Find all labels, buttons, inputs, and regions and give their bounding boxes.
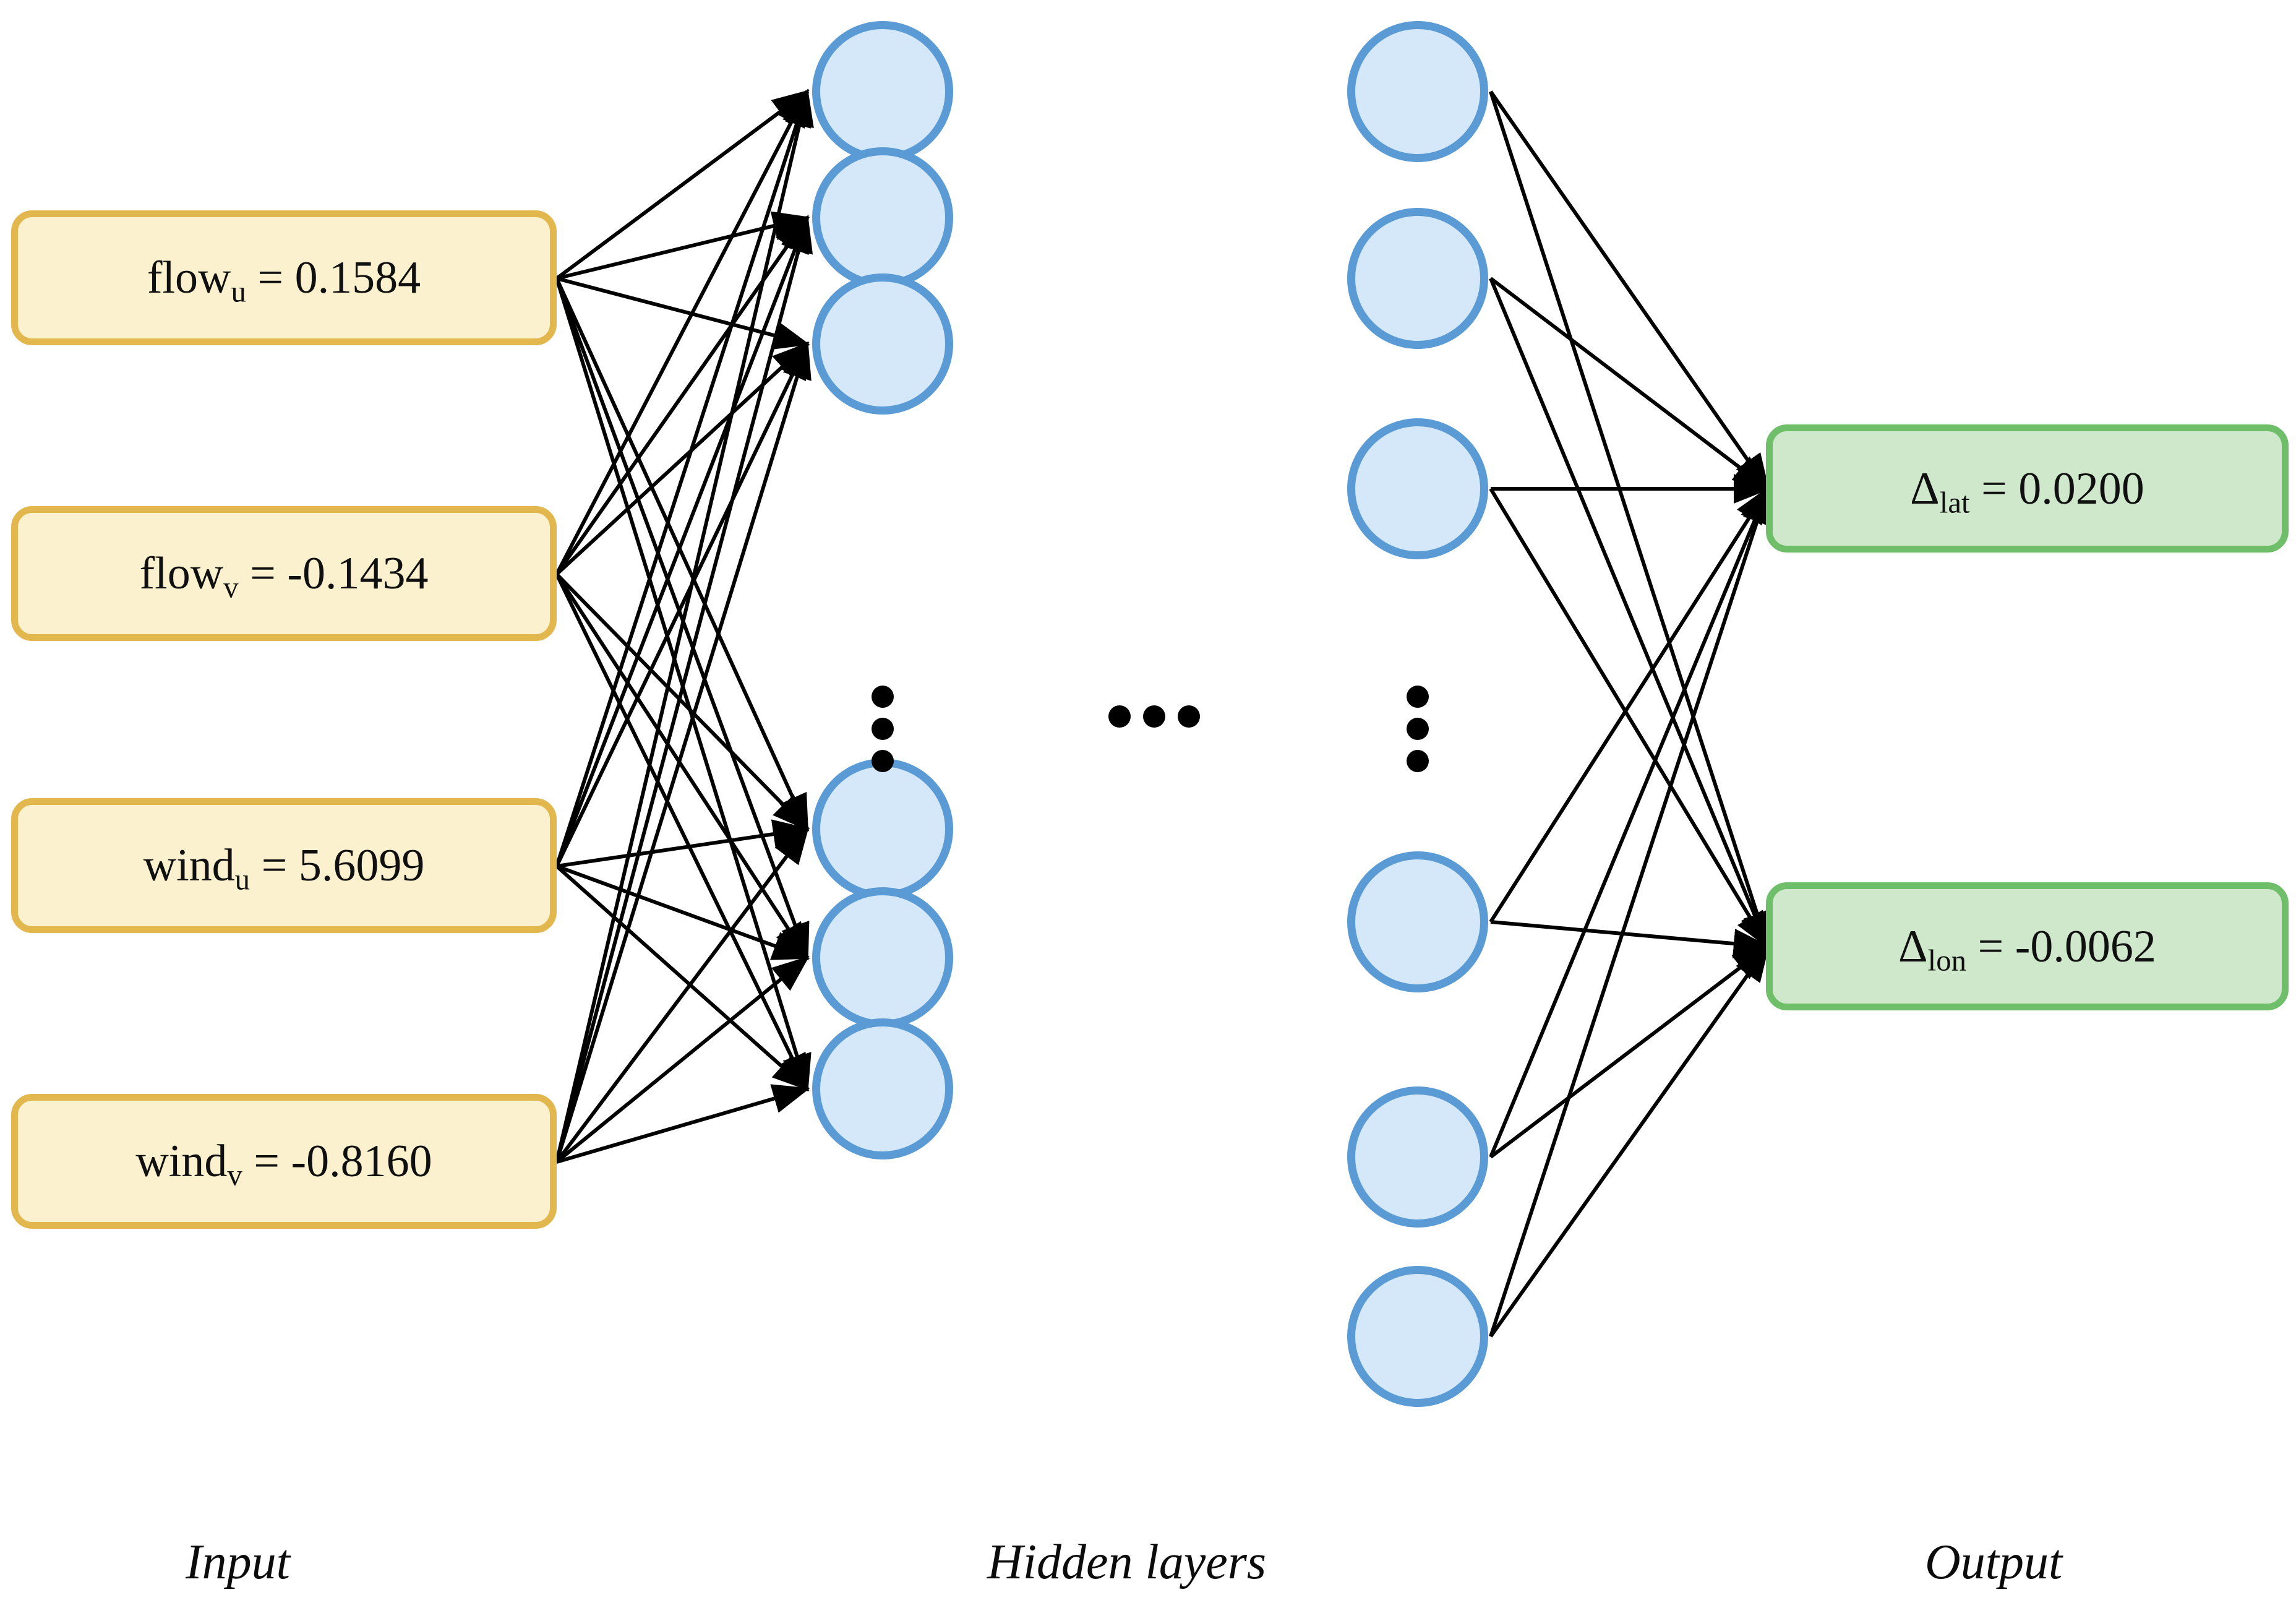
input-node-wind-u[interactable]: windu = 5.6099 — [11, 798, 557, 933]
output-node-delta-lon[interactable]: Δlon = -0.0062 — [1766, 882, 2289, 1010]
ellipsis-dot — [872, 718, 894, 740]
hidden-node-c1-2[interactable] — [812, 147, 953, 288]
ellipsis-dot — [872, 750, 894, 772]
input-node-wind-u-label: windu = 5.6099 — [143, 840, 425, 897]
hidden-node-cN-2[interactable] — [1347, 208, 1488, 349]
ellipsis-dot — [1407, 750, 1429, 772]
hidden-layers-horizontal-ellipsis — [1100, 692, 1208, 741]
hidden-node-c1-1[interactable] — [812, 21, 953, 162]
caption-input: Input — [186, 1535, 290, 1589]
ellipsis-dot — [1407, 686, 1429, 708]
output-node-delta-lat-label: Δlat = 0.0200 — [1910, 463, 2144, 520]
hidden-column-last-vertical-ellipsis — [1396, 679, 1439, 778]
ellipsis-dot — [1142, 705, 1165, 728]
input-node-wind-v[interactable]: windv = -0.8160 — [11, 1094, 557, 1229]
ellipsis-dot — [1407, 718, 1429, 740]
hidden-column-1-vertical-ellipsis — [861, 679, 904, 778]
hidden-to-output-edges — [1489, 90, 1771, 1338]
input-node-flow-v[interactable]: flowv = -0.1434 — [11, 506, 557, 641]
hidden-node-cN-6[interactable] — [1347, 1266, 1488, 1407]
caption-output: Output — [1925, 1535, 2063, 1589]
input-node-flow-u[interactable]: flowu = 0.1584 — [11, 210, 557, 345]
ellipsis-dot — [1108, 705, 1131, 728]
input-to-hidden-edges — [555, 88, 814, 1164]
caption-hidden-layers: Hidden layers — [987, 1535, 1267, 1589]
hidden-node-c1-4[interactable] — [812, 759, 953, 900]
input-node-flow-v-label: flowv = -0.1434 — [139, 548, 429, 604]
hidden-node-c1-5[interactable] — [812, 887, 953, 1028]
input-node-wind-v-label: windv = -0.8160 — [135, 1136, 432, 1192]
hidden-node-cN-4[interactable] — [1347, 851, 1488, 992]
hidden-node-c1-6[interactable] — [812, 1018, 953, 1159]
output-node-delta-lon-label: Δlon = -0.0062 — [1898, 921, 2156, 978]
hidden-node-cN-3[interactable] — [1347, 418, 1488, 559]
hidden-node-cN-1[interactable] — [1347, 21, 1488, 162]
ellipsis-dot — [872, 686, 894, 708]
input-node-flow-u-label: flowu = 0.1584 — [147, 252, 421, 309]
output-node-delta-lat[interactable]: Δlat = 0.0200 — [1766, 424, 2289, 553]
hidden-node-cN-5[interactable] — [1347, 1086, 1488, 1228]
hidden-node-c1-3[interactable] — [812, 273, 953, 415]
ellipsis-dot — [1177, 705, 1200, 728]
